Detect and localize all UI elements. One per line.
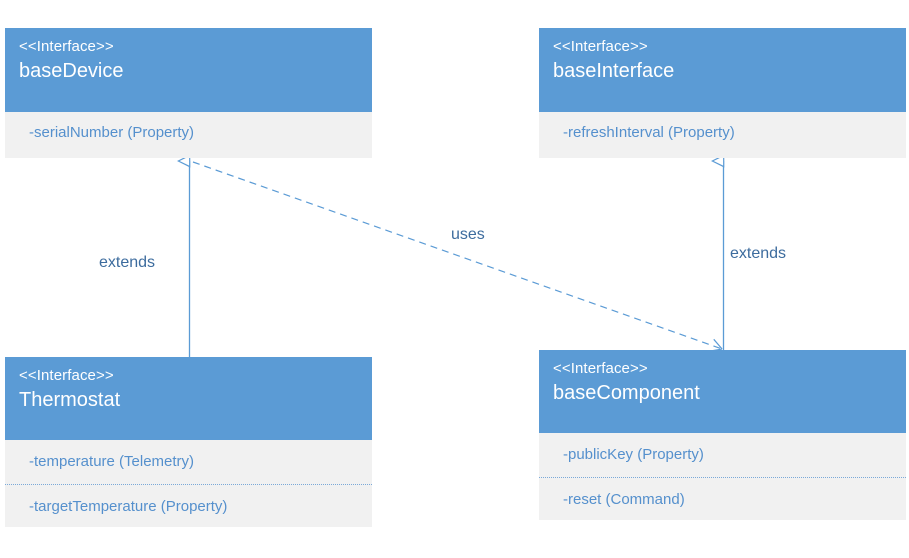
uml-member-refreshinterval[interactable]: -refreshInterval (Property) <box>563 124 735 141</box>
uml-members-baseinterface: -refreshInterval (Property) <box>539 112 906 158</box>
uml-member-publickey[interactable]: -publicKey (Property) <box>563 446 704 463</box>
uml-class-baseinterface[interactable]: <<Interface>> baseInterface -refreshInte… <box>539 28 906 158</box>
uml-class-thermostat[interactable]: <<Interface>> Thermostat -temperature (T… <box>5 357 372 527</box>
uml-class-basecomponent[interactable]: <<Interface>> baseComponent -publicKey (… <box>539 350 906 520</box>
connector-thermostat-uses-basecomponent <box>192 161 723 352</box>
uml-name-thermostat: Thermostat <box>19 389 121 411</box>
uml-name-baseinterface: baseInterface <box>553 60 675 82</box>
edge-label-extends-right: extends <box>730 245 787 262</box>
uml-header-thermostat: <<Interface>> Thermostat <box>5 357 372 440</box>
uml-members-basecomponent: -publicKey (Property) -reset (Command) <box>539 433 906 520</box>
uml-member-temperature[interactable]: -temperature (Telemetry) <box>29 453 195 470</box>
uml-header-baseinterface: <<Interface>> baseInterface <box>539 28 906 112</box>
uml-stereotype-basedevice: <<Interface>> <box>19 38 114 55</box>
uml-class-basedevice[interactable]: <<Interface>> baseDevice -serialNumber (… <box>5 28 372 158</box>
uml-stereotype-baseinterface: <<Interface>> <box>553 38 648 55</box>
uml-name-basedevice: baseDevice <box>19 60 124 82</box>
uml-member-serialnumber[interactable]: -serialNumber (Property) <box>29 124 195 141</box>
uml-stereotype-thermostat: <<Interface>> <box>19 367 114 384</box>
uml-name-basecomponent: baseComponent <box>553 382 700 404</box>
uml-header-basecomponent: <<Interface>> baseComponent <box>539 350 906 433</box>
uml-member-reset[interactable]: -reset (Command) <box>539 477 906 520</box>
uml-header-basedevice: <<Interface>> baseDevice <box>5 28 372 112</box>
uml-members-basedevice: -serialNumber (Property) <box>5 112 372 158</box>
uml-stereotype-basecomponent: <<Interface>> <box>553 360 648 377</box>
uml-members-thermostat: -temperature (Telemetry) -targetTemperat… <box>5 440 372 527</box>
edge-label-extends-left: extends <box>99 254 156 271</box>
edge-label-uses: uses <box>451 226 485 243</box>
uml-member-targettemperature[interactable]: -targetTemperature (Property) <box>5 484 372 527</box>
